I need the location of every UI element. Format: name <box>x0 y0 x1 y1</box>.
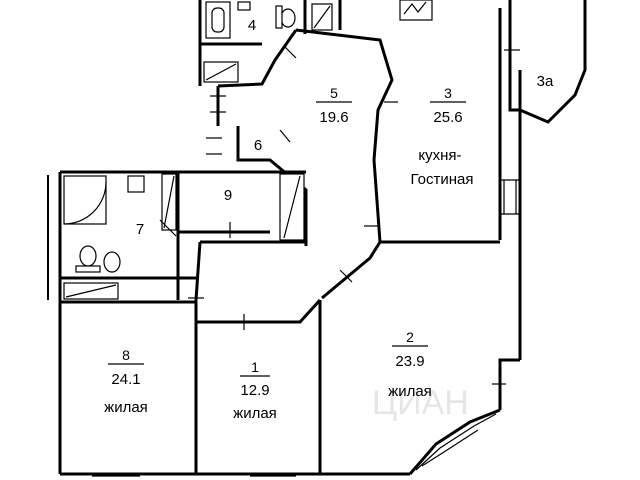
room-8-number: 8 <box>122 347 130 363</box>
room-2-area: 23.9 <box>395 353 424 370</box>
room-9-number: 9 <box>224 187 232 204</box>
room-3a-number: 3a <box>537 73 554 90</box>
room-8-area: 24.1 <box>111 371 140 388</box>
room-3-area: 25.6 <box>433 109 462 126</box>
room-5-number: 5 <box>330 85 338 101</box>
room-7-number: 7 <box>136 221 144 238</box>
room-3-number: 3 <box>444 85 452 101</box>
watermark-text: ЦИАН <box>372 384 469 422</box>
fixtures <box>63 0 520 477</box>
room-2-type: жилая <box>388 383 432 400</box>
room-labels: 1 12.9 жилая 2 23.9 жилая 3 25.6 кухня- … <box>104 17 554 422</box>
room-1-type: жилая <box>233 405 277 422</box>
room-1-number: 1 <box>251 359 259 375</box>
room-8-type: жилая <box>104 399 148 416</box>
room-1-area: 12.9 <box>240 382 269 399</box>
room-3-type-line1: кухня- <box>418 147 461 164</box>
walls <box>47 0 587 476</box>
room-2-number: 2 <box>406 329 414 345</box>
room-4-number: 4 <box>248 17 256 34</box>
room-6-number: 6 <box>254 137 262 154</box>
room-3-type-line2: Гостиная <box>411 171 474 188</box>
room-5-area: 19.6 <box>319 109 348 126</box>
